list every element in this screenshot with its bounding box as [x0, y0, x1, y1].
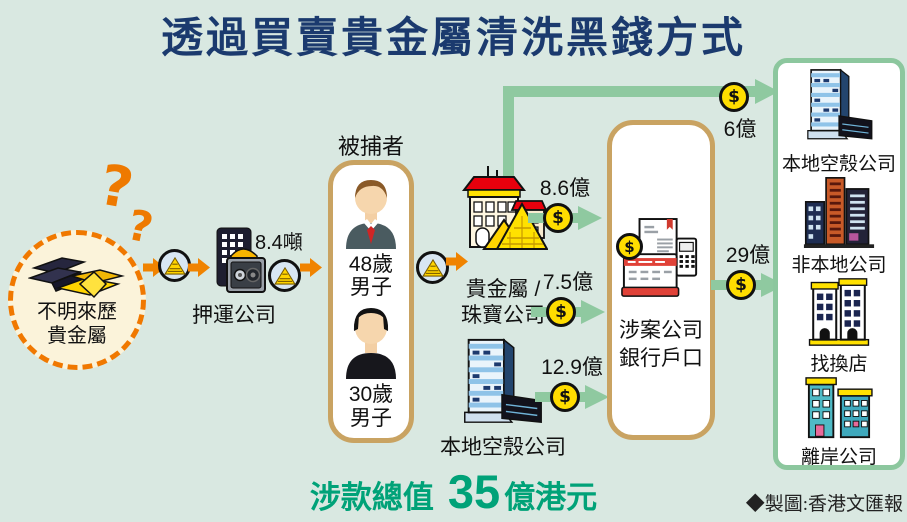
- dollar-coin-icon: $: [550, 382, 580, 412]
- flow-amount-29: 29億: [725, 244, 771, 267]
- bank-account-icon: $: [616, 217, 702, 305]
- green-arrow-icon: $: [535, 382, 609, 412]
- man-48-age: 48歲: [348, 252, 394, 276]
- recipients-box: 本地空殼公司 非本地公司: [773, 58, 905, 470]
- flow-29: 29億 $: [710, 245, 786, 300]
- jewelry-label-line1: 貴金屬 /: [465, 278, 541, 301]
- local-shell-company-icon: [799, 65, 879, 147]
- transport-company-icon: [203, 226, 267, 298]
- dollar-coin-icon: $: [546, 297, 576, 327]
- flow-8-6: 8.6億 $: [527, 178, 603, 233]
- recipient-label: 找換店: [810, 354, 868, 375]
- bank-accounts-label: 涉案公司 銀行戶口: [619, 317, 703, 374]
- recipient-local-shell: 本地空殼公司: [782, 65, 896, 176]
- gold-stack-token-icon: [158, 249, 191, 282]
- total-unit: 億港元: [504, 480, 598, 515]
- bank-accounts-box: $ 涉案公司 銀行戶口: [607, 120, 715, 440]
- orange-arrow-icon: [446, 252, 468, 271]
- gold-bars-pile-icon: [28, 252, 126, 300]
- jewelry-label-line2: 珠寶公司: [461, 304, 545, 328]
- recipient-label: 非本地公司: [791, 255, 887, 276]
- gold-stack-token-icon: [416, 251, 449, 284]
- dollar-coin-icon: $: [543, 203, 573, 233]
- flow-7-5: 7.5億 $: [530, 272, 606, 327]
- man-30-age: 30歲: [348, 383, 394, 407]
- green-arrow-icon: $: [531, 297, 605, 327]
- question-mark-icon: ?: [123, 200, 158, 254]
- non-local-company-icon: [803, 176, 875, 248]
- green-flow-path: [503, 79, 779, 185]
- green-arrow-icon: $: [711, 270, 785, 300]
- flow-amount-12-9: 12.9億: [541, 356, 603, 379]
- man-48-label: 48歲 男子: [349, 253, 393, 300]
- offshore-company-icon: [802, 376, 876, 440]
- man-30-label: 30歲 男子: [349, 383, 393, 430]
- orange-arrow-icon: [300, 258, 322, 277]
- local-shell-company-label: 本地空殼公司: [440, 436, 566, 459]
- flow-12-9: 12.9億 $: [534, 357, 610, 412]
- recipient-non-local: 非本地公司: [791, 176, 887, 277]
- recipient-exchange-shop: 找換店: [808, 277, 870, 376]
- flow-amount-6: 6億: [723, 118, 757, 141]
- orange-arrow-icon: [188, 258, 210, 277]
- dollar-coin-icon: $: [726, 270, 756, 300]
- origin-label-line1: 不明來歷: [37, 301, 117, 323]
- total-number: 35: [447, 465, 501, 518]
- page-title: 透過買賣貴金屬清洗黑錢方式: [160, 14, 746, 61]
- exchange-shop-icon: [808, 277, 870, 347]
- recipient-label: 本地空殼公司: [781, 154, 896, 175]
- bank-label-line2: 銀行戶口: [619, 347, 703, 371]
- man-30-avatar: [343, 303, 399, 380]
- jewelry-company-icon: [452, 164, 548, 274]
- dollar-coin-icon: $: [616, 233, 643, 260]
- arrested-box: 48歲 男子 30歲 男子: [328, 160, 414, 443]
- credit-line: ◆製圖:香港文匯報: [745, 494, 903, 515]
- bank-label-line1: 涉案公司: [619, 319, 703, 342]
- man-30-sex: 男子: [349, 406, 392, 430]
- arrested-title: 被捕者: [337, 134, 404, 159]
- gold-stack-token-icon: [268, 259, 301, 292]
- recipient-offshore: 離岸公司: [801, 376, 877, 469]
- unknown-origin-circle: 不明來歷 貴金屬: [8, 230, 146, 370]
- man-48-avatar: [343, 173, 399, 249]
- green-arrow-icon: $: [528, 203, 602, 233]
- orange-arrow-icon: [143, 258, 165, 277]
- man-48-sex: 男子: [349, 276, 392, 300]
- recipient-label: 離岸公司: [800, 447, 877, 468]
- jewelry-company-label: 貴金屬 / 珠寶公司: [438, 277, 568, 330]
- transport-company-label: 押運公司: [192, 304, 276, 327]
- origin-label-line2: 貴金屬: [47, 325, 107, 347]
- flow-amount-8-6: 8.6億: [539, 177, 591, 200]
- dollar-coin-icon: $: [719, 82, 749, 112]
- weight-label: 8.4噸: [255, 232, 303, 254]
- total-label: 涉款總值: [309, 480, 434, 515]
- flow-amount-7-5: 7.5億: [542, 271, 594, 294]
- local-shell-company-icon: [458, 334, 546, 432]
